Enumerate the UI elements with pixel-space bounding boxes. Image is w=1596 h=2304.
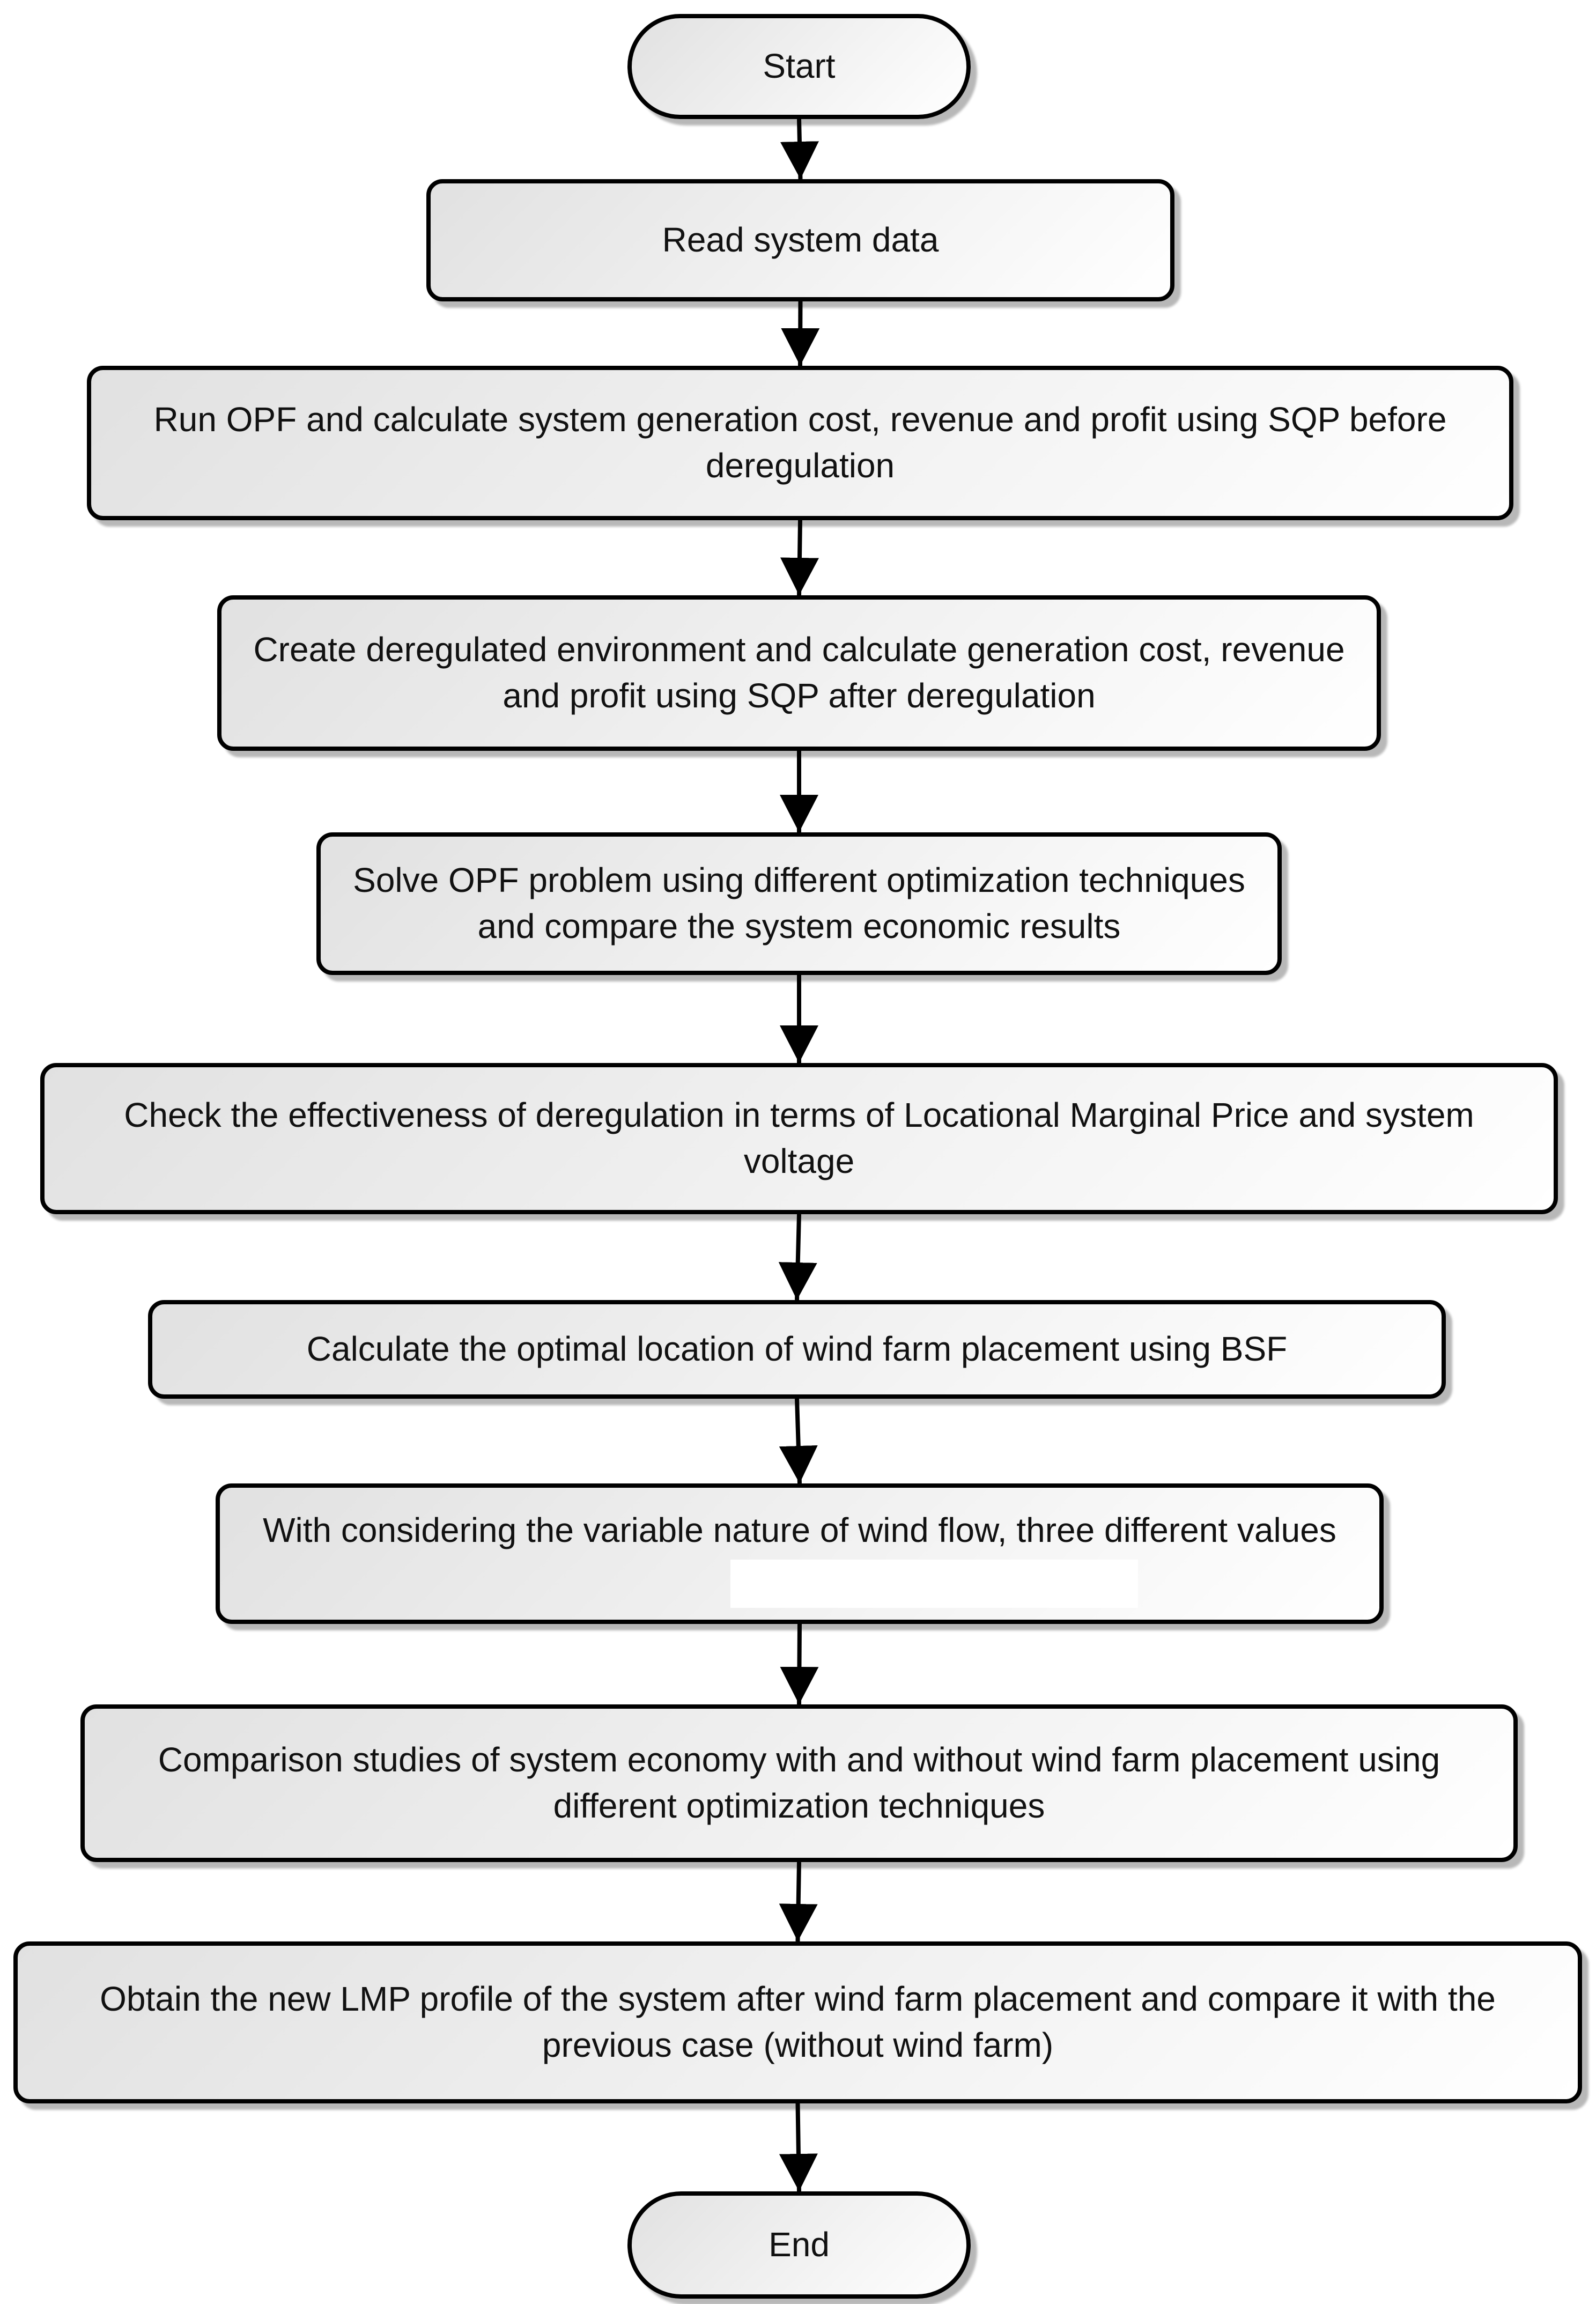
arrow-check-effectiveness-to-wind-location — [778, 1214, 817, 1301]
arrow-run-opf-to-deregulated-env — [780, 520, 819, 596]
arrow-read-data-to-run-opf — [781, 301, 820, 366]
deregulated-environment-step: Create deregulated environment and calcu… — [217, 595, 1381, 751]
comparison-studies-step: Comparison studies of system economy wit… — [80, 1704, 1518, 1862]
read-system-data-step: Read system data — [426, 179, 1174, 301]
edge-layer — [778, 119, 820, 2192]
end-terminal: End — [627, 2191, 971, 2299]
new-lmp-profile-label: Obtain the new LMP profile of the system… — [100, 1980, 1496, 2064]
run-opf-label: Run OPF and calculate system generation … — [153, 400, 1447, 485]
new-lmp-profile-step: Obtain the new LMP profile of the system… — [13, 1941, 1582, 2103]
run-opf-step: Run OPF and calculate system generation … — [87, 366, 1513, 520]
deregulated-environment-label: Create deregulated environment and calcu… — [253, 630, 1345, 715]
solve-opf-label: Solve OPF problem using different optimi… — [353, 861, 1245, 946]
start-label: Start — [763, 47, 836, 86]
read-system-data-label: Read system data — [662, 220, 939, 260]
start-terminal: Start — [627, 14, 971, 119]
solve-opf-step: Solve OPF problem using different optimi… — [316, 832, 1282, 975]
arrow-wind-location-to-wind-variability — [779, 1398, 818, 1484]
wind-farm-location-step: Calculate the optimal location of wind f… — [148, 1300, 1446, 1399]
wind-farm-location-label: Calculate the optimal location of wind f… — [306, 1330, 1288, 1369]
redaction-mask — [730, 1560, 1138, 1608]
comparison-studies-label: Comparison studies of system economy wit… — [158, 1740, 1440, 1825]
arrow-comparison-studies-to-new-lmp — [779, 1862, 818, 1942]
arrow-start-to-read-data — [780, 119, 819, 180]
check-effectiveness-step: Check the effectiveness of deregulation … — [40, 1063, 1558, 1214]
arrow-new-lmp-to-end — [779, 2103, 818, 2192]
arrow-wind-variability-to-comparison-studies — [780, 1623, 819, 1705]
end-label: End — [769, 2225, 830, 2264]
check-effectiveness-label: Check the effectiveness of deregulation … — [124, 1096, 1474, 1180]
